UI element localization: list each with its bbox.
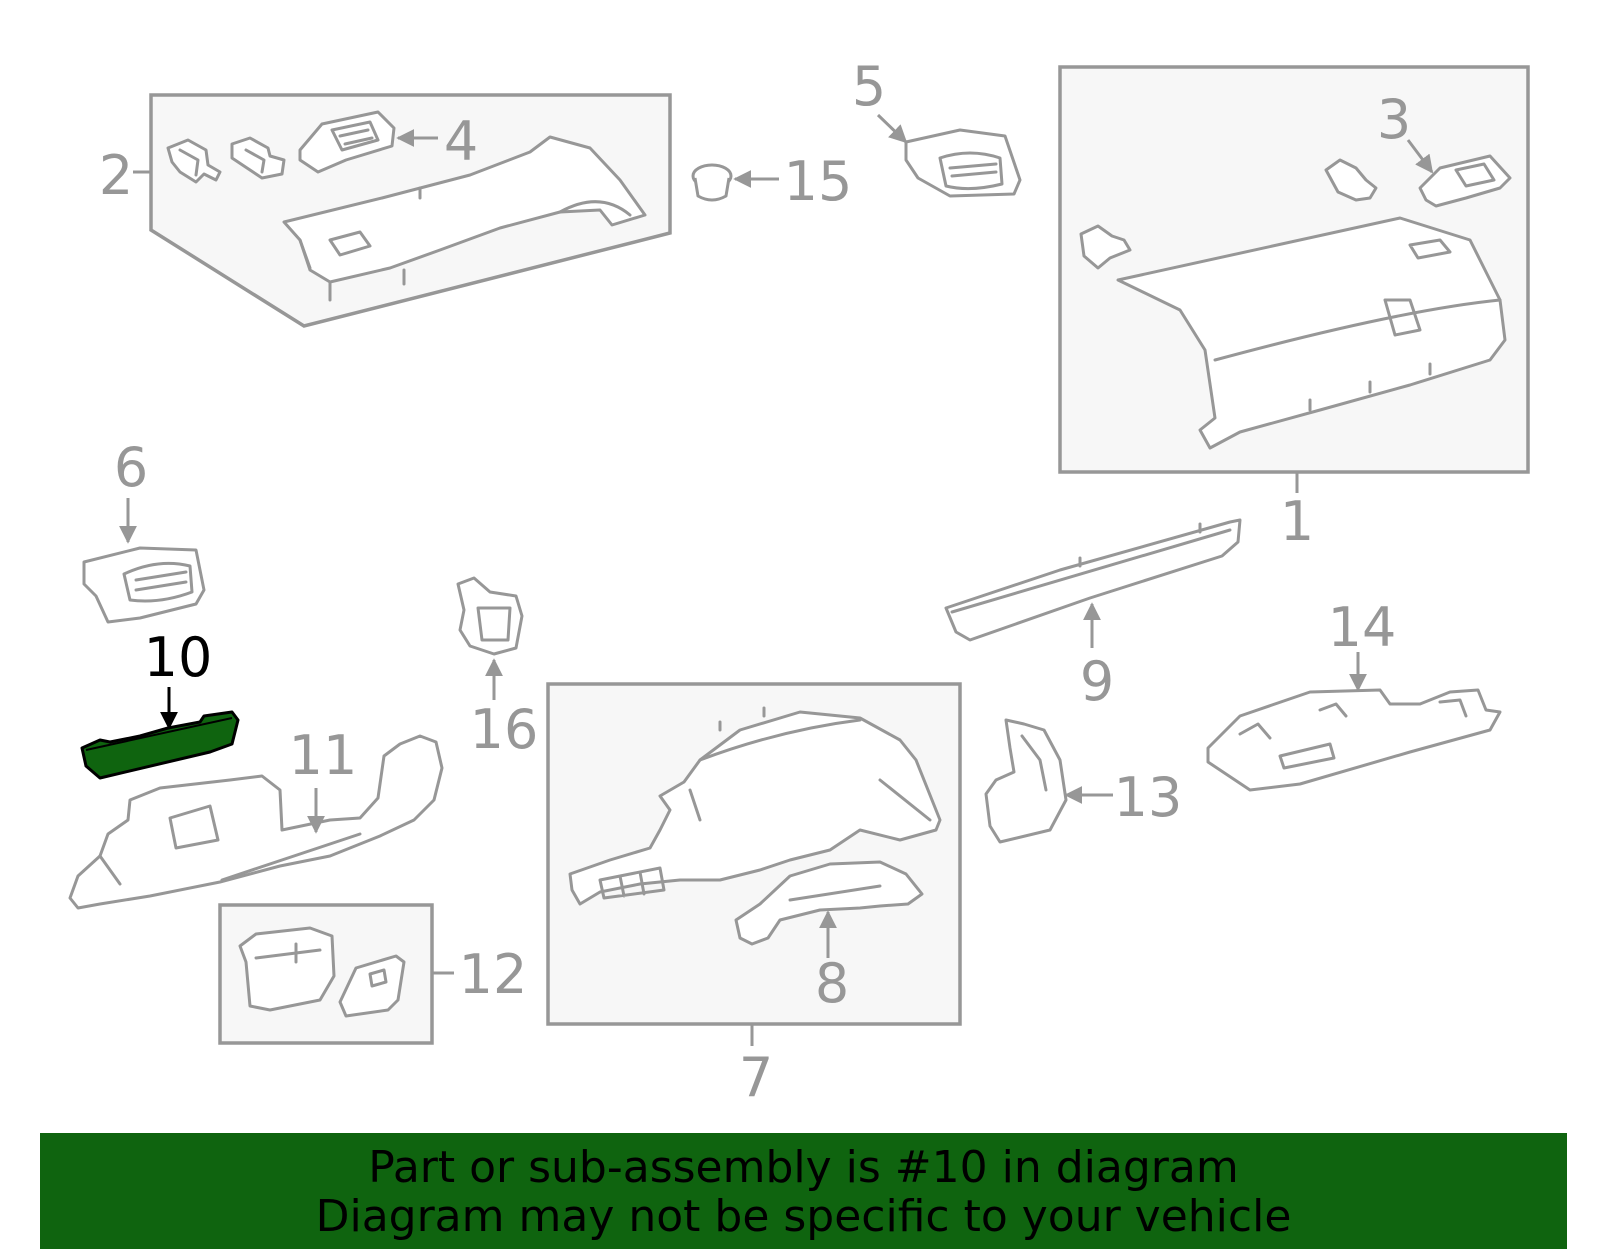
part-lower-panel-14[interactable]	[1206, 688, 1502, 792]
banner-line-1: Part or sub-assembly is #10 in diagram	[368, 1142, 1239, 1193]
part-clip-1b[interactable]	[1324, 158, 1378, 202]
part-cluster-bezel-7[interactable]	[568, 706, 942, 906]
part-vent-5[interactable]	[904, 128, 1022, 198]
part-cluster-trim-8[interactable]	[734, 860, 924, 946]
part-pocket-12a[interactable]	[238, 926, 336, 1012]
callout-5[interactable]: 5	[852, 55, 886, 118]
info-banner: Part or sub-assembly is #10 in diagram D…	[40, 1133, 1567, 1249]
part-pocket-12b[interactable]	[338, 954, 406, 1018]
part-vent-6[interactable]	[82, 546, 206, 624]
callout-12[interactable]: 12	[459, 943, 528, 1006]
callout-9[interactable]: 9	[1080, 650, 1114, 713]
callout-11[interactable]: 11	[289, 724, 358, 787]
callout-13[interactable]: 13	[1114, 766, 1183, 829]
callout-2[interactable]: 2	[99, 144, 133, 207]
part-clip-2b[interactable]	[230, 136, 286, 180]
callout-14[interactable]: 14	[1328, 596, 1397, 659]
part-lower-dash-11[interactable]	[68, 734, 444, 910]
callout-15[interactable]: 15	[784, 150, 853, 213]
callout-8[interactable]: 8	[815, 952, 849, 1015]
parts-diagram: 1 2 3 4 5 6 7 8 9 10 11 12 13 14 15 16	[68, 55, 1530, 1109]
part-clip-1a[interactable]	[1079, 224, 1132, 270]
part-rail-9[interactable]	[944, 518, 1242, 642]
callout-16[interactable]: 16	[470, 698, 539, 761]
callout-1[interactable]: 1	[1280, 490, 1314, 553]
part-trim-10[interactable]	[80, 710, 240, 780]
part-vent-3[interactable]	[1418, 154, 1512, 208]
part-plug-15[interactable]	[691, 163, 733, 202]
callout-6[interactable]: 6	[114, 436, 148, 499]
callout-7[interactable]: 7	[739, 1046, 773, 1109]
part-vent-4[interactable]	[298, 110, 396, 174]
banner-line-2: Diagram may not be specific to your vehi…	[315, 1191, 1292, 1242]
callout-3[interactable]: 3	[1377, 88, 1411, 151]
part-clip-2a[interactable]	[166, 138, 222, 184]
part-upper-panel-2[interactable]	[282, 135, 647, 302]
callout-4[interactable]: 4	[444, 110, 478, 173]
part-glovebox-door-1[interactable]	[1116, 216, 1507, 450]
part-clip-16[interactable]	[456, 576, 524, 656]
part-side-bracket-13[interactable]	[984, 718, 1068, 844]
callout-10[interactable]: 10	[144, 626, 213, 689]
